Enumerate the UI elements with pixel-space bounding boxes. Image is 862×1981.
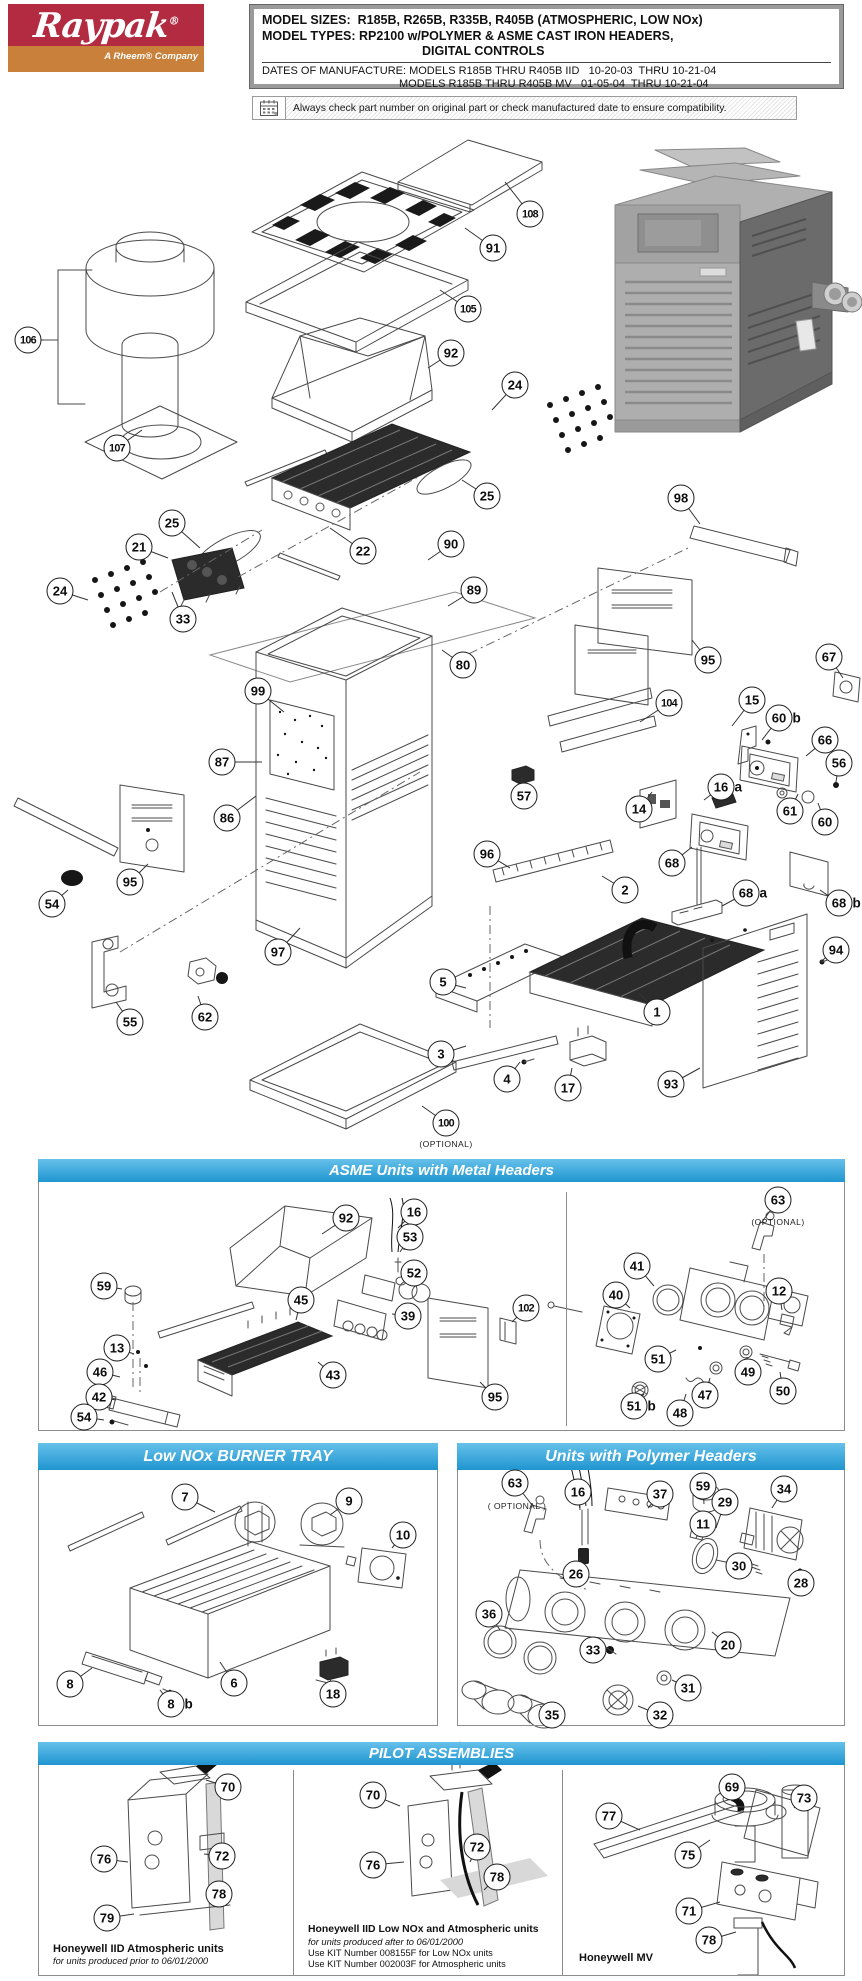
lownox-art <box>67 1501 407 1695</box>
panel-asme: ASME Units with Metal Headers <box>38 1159 845 1431</box>
panel-pilot: PILOT ASSEMBLIES <box>38 1742 845 1976</box>
model-sizes-line: MODEL SIZES: R185B, R265B, R335B, R405B … <box>262 13 703 27</box>
logo-red-band <box>8 4 204 46</box>
left-louver-panel-art <box>13 784 185 886</box>
pilot-caption-lownox: Honeywell IID Low NOx and Atmospheric un… <box>308 1924 539 1970</box>
rear-door-art <box>671 846 831 1089</box>
panel-polymer-banner: Units with Polymer Headers <box>457 1443 845 1470</box>
vent-stack-art <box>40 231 238 480</box>
caption-kit-2: Use KIT Number 002003F for Atmospheric u… <box>308 1958 506 1969</box>
pilot-divider-2 <box>562 1770 563 1976</box>
caption-line: Honeywell IID Atmospheric units <box>53 1943 224 1955</box>
logo-orange-band <box>8 46 204 72</box>
filter-panel-art <box>251 171 475 273</box>
rail-98-art <box>689 525 799 567</box>
panel-asme-banner: ASME Units with Metal Headers <box>38 1159 845 1182</box>
product-photo <box>614 147 862 433</box>
raypak-logo: Raypak® A Rheem® Company <box>8 4 204 72</box>
panel-asme-title: ASME Units with Metal Headers <box>328 1162 555 1179</box>
construction-lines <box>119 476 689 1028</box>
pilot-caption-atmospheric: Honeywell IID Atmospheric units for unit… <box>53 1943 224 1967</box>
panel-lownox: Low NOx BURNER TRAY <box>38 1443 438 1726</box>
calendar-icon <box>253 97 286 119</box>
screw-dots-right <box>547 384 613 453</box>
toothed-rail-art <box>492 839 614 883</box>
flue-hood-art <box>271 317 433 443</box>
manifold-art <box>171 547 245 609</box>
panel-lownox-banner: Low NOx BURNER TRAY <box>38 1443 438 1470</box>
panel-lownox-title: Low NOx BURNER TRAY <box>143 1447 333 1465</box>
notice-text: Always check part number on original par… <box>286 97 796 119</box>
compatibility-notice: Always check part number on original par… <box>252 96 797 120</box>
caption-line: Honeywell IID Low NOx and Atmospheric un… <box>308 1924 539 1935</box>
screw-dots-left <box>92 559 158 628</box>
panel-polymer: Units with Polymer Headers <box>457 1443 845 1726</box>
asme-divider <box>566 1192 567 1426</box>
panel-polymer-title: Units with Polymer Headers <box>545 1447 757 1465</box>
caption-subline: for units produced prior to 06/01/2000 <box>53 1955 209 1966</box>
side-panels-art <box>574 567 861 706</box>
small-brackets-art <box>91 935 228 1009</box>
digital-controls-line: DIGITAL CONTROLS <box>422 44 545 58</box>
panel-pilot-title: PILOT ASSEMBLIES <box>368 1745 515 1762</box>
dates-line-2: MODELS R185B THRU R405B MV 01-05-04 THRU… <box>399 78 709 90</box>
model-info-box: MODEL SIZES: R185B, R265B, R335B, R405B … <box>249 4 844 90</box>
panel-pilot-banner: PILOT ASSEMBLIES <box>38 1742 845 1765</box>
model-box-rule <box>262 61 831 63</box>
logo-tagline: A Rheem® Company <box>104 51 198 62</box>
dates-line-1: DATES OF MANUFACTURE: MODELS R185B THRU … <box>262 64 717 77</box>
caption-subline: for units produced after to 06/01/2000 <box>308 1936 464 1947</box>
caption-kit-1: Use KIT Number 008155F for Low NOx units <box>308 1947 493 1958</box>
model-types-line: MODEL TYPES: RP2100 w/POLYMER & ASME CAS… <box>262 28 674 43</box>
heat-exchanger-art <box>270 423 472 531</box>
pilot-caption-mv: Honeywell MV <box>579 1952 653 1965</box>
pilot-divider-1 <box>293 1770 294 1976</box>
burner-tray-art <box>435 917 766 1071</box>
caption-line: Honeywell MV <box>579 1952 653 1964</box>
rods-art <box>244 449 341 581</box>
